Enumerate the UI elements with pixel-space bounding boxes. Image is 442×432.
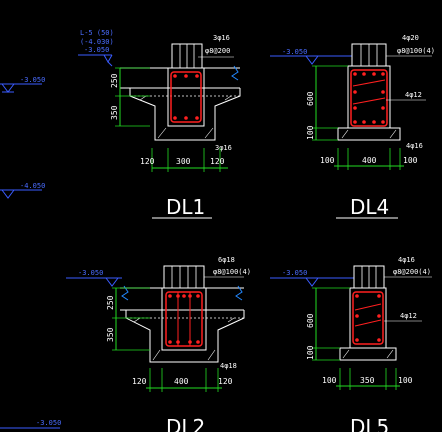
dl5-dim-100: 100 [306, 345, 315, 360]
dl4-dim-100: 100 [306, 125, 315, 140]
dl4-section: -3.050 4φ20 φ8@100(4) 4 [270, 34, 435, 219]
dl4-elevation: -3.050 [282, 48, 307, 56]
dl1-top-bar-label: 3φ16 [213, 34, 230, 42]
dl2-top-bar-label: 6φ18 [218, 256, 235, 264]
dl4-dim-600: 600 [306, 91, 315, 106]
dl1-elevation-b: (-4.030) [80, 38, 114, 46]
dl1-dim-300: 300 [176, 157, 191, 166]
dl5-top-bar-label: 4φ16 [398, 256, 415, 264]
dl5-dim-100-left: 100 [322, 376, 337, 385]
dl1-section: L-5 (50) (-4.030) -3.050 [78, 29, 241, 219]
dl2-title: DL2 [166, 415, 205, 432]
dl5-dim-350: 350 [360, 376, 375, 385]
dl4-title: DL4 [350, 195, 389, 219]
dl2-dim-350: 350 [106, 327, 115, 342]
dl2-bottom-bar-label: 4φ18 [220, 362, 237, 370]
dl4-top-bar-label: 4φ20 [402, 34, 419, 42]
dl2-elevation: -3.050 [78, 269, 103, 277]
dl2-dim-400: 400 [174, 377, 189, 386]
dl5-section: -3.050 4φ16 φ8@200(4) 4φ12 [270, 256, 432, 432]
dl1-elevation-a: L-5 (50) [80, 29, 114, 37]
dl5-dim-600: 600 [306, 313, 315, 328]
dl5-side-bar-label: 4φ12 [400, 312, 417, 320]
dl5-title: DL5 [350, 415, 389, 432]
dl1-dim-350: 350 [110, 105, 119, 120]
dl4-dim-100-right: 100 [403, 156, 418, 165]
dl1-title: DL1 [166, 195, 205, 219]
dl2-dim-120-left: 120 [132, 377, 147, 386]
dl1-dim-250: 250 [110, 73, 119, 88]
left-elevation-3-label: -3.050 [36, 419, 61, 427]
dl1-stirrup-label: φ8@200 [205, 47, 230, 55]
dl2-stirrup-label: φ8@100(4) [213, 268, 251, 276]
dl4-dim-400: 400 [362, 156, 377, 165]
dl4-side-bar-label: 4φ12 [405, 91, 422, 99]
left-elevation-1: -3.050 [0, 76, 45, 93]
dl2-dim-120-right: 120 [218, 377, 233, 386]
dl5-elevation: -3.050 [282, 269, 307, 277]
dl4-stirrup-label: φ8@100(4) [397, 47, 435, 55]
dl4-dim-100-left: 100 [320, 156, 335, 165]
dl2-section: -3.050 6φ18 [66, 256, 251, 432]
dl1-dim-120-right: 120 [210, 157, 225, 166]
dl4-bottom-bar-label: 4φ16 [406, 142, 423, 150]
dl2-dim-250: 250 [106, 295, 115, 310]
dl1-bottom-bar-label: 3φ16 [215, 144, 232, 152]
dl1-dim-120-left: 120 [140, 157, 155, 166]
dl5-stirrup-label: φ8@200(4) [393, 268, 431, 276]
left-elevation-2: -4.050 [0, 182, 45, 199]
dl5-dim-100-right: 100 [398, 376, 413, 385]
left-elevation-3: -3.050 [0, 419, 61, 429]
dl1-elevation-c: -3.050 [84, 46, 109, 54]
left-elevation-1-label: -3.050 [20, 76, 45, 84]
left-elevation-2-label: -4.050 [20, 182, 45, 190]
